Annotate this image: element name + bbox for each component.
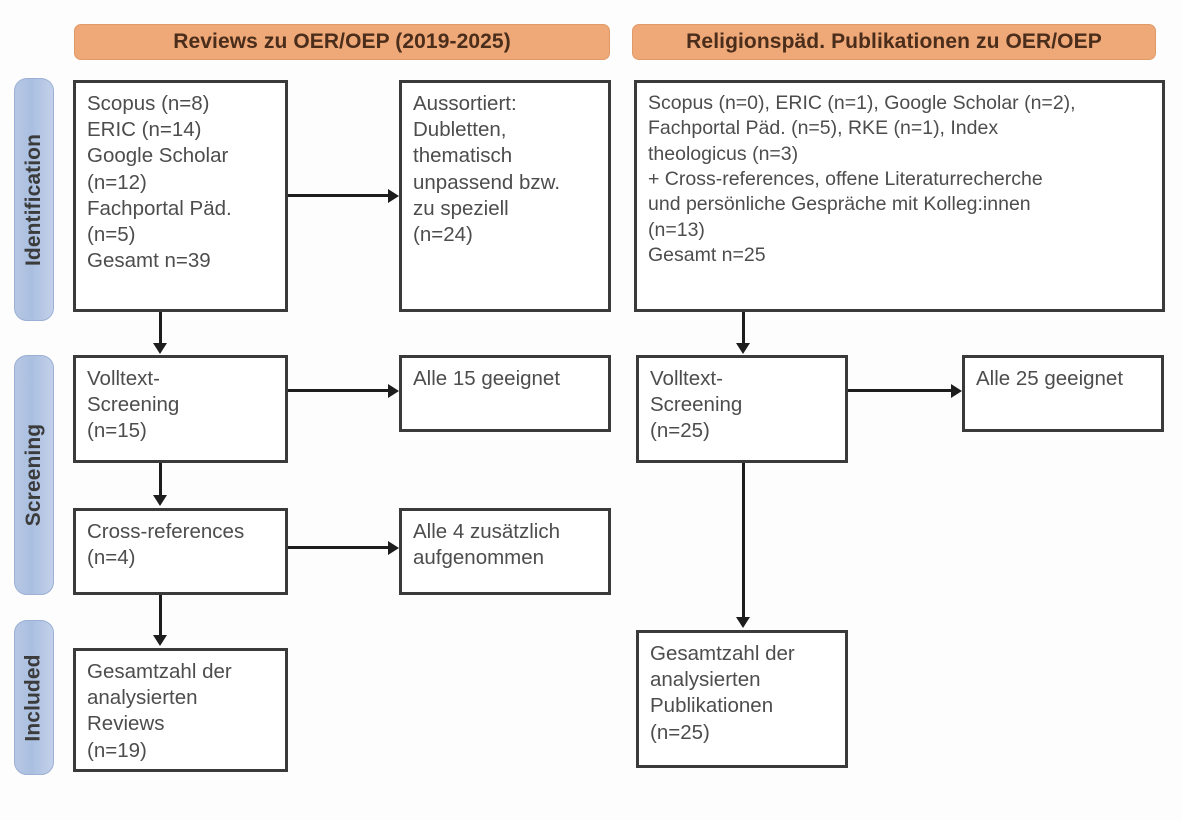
node-left-fulltext-screening: Volltext- Screening (n=15): [73, 355, 288, 463]
node-left-fulltext-result: Alle 15 geeignet: [399, 355, 611, 432]
stage-bar-identification: Identification: [14, 78, 54, 321]
stage-label-included: Included: [22, 653, 46, 742]
connector-left-crossrefs-to-result: [288, 546, 388, 549]
stage-bar-screening: Screening: [14, 355, 54, 595]
node-right-identification-sources: Scopus (n=0), ERIC (n=1), Google Scholar…: [634, 80, 1165, 312]
node-left-identification-sources: Scopus (n=8) ERIC (n=14) Google Scholar …: [73, 80, 288, 312]
stage-label-identification: Identification: [22, 133, 46, 266]
connector-left-crossrefs-to-included: [159, 595, 162, 636]
banner-right-label: Religionspäd. Publikationen zu OER/OEP: [686, 30, 1102, 53]
arrowhead-right-screening-to-result: [951, 384, 962, 398]
banner-left-reviews: Reviews zu OER/OEP (2019-2025): [74, 24, 610, 60]
connector-right-identification-to-screening: [742, 312, 745, 344]
arrowhead-left-crossrefs-to-included: [153, 635, 167, 646]
connector-right-screening-to-result: [848, 389, 951, 392]
banner-left-label: Reviews zu OER/OEP (2019-2025): [173, 30, 511, 53]
banner-right-publications: Religionspäd. Publikationen zu OER/OEP: [632, 24, 1156, 60]
connector-left-identification-to-excluded: [288, 194, 388, 197]
arrowhead-left-crossrefs-to-result: [388, 541, 399, 555]
arrowhead-left-screening-to-result: [388, 384, 399, 398]
node-left-excluded: Aussortiert: Dubletten, thematisch unpas…: [399, 80, 611, 312]
node-left-included-total: Gesamtzahl der analysierten Reviews (n=1…: [73, 648, 288, 772]
node-left-cross-references-result: Alle 4 zusätzlich aufgenommen: [399, 508, 611, 595]
stage-label-screening: Screening: [22, 423, 45, 527]
connector-left-screening-to-crossrefs: [159, 463, 162, 496]
arrowhead-right-identification-to-screening: [736, 343, 750, 354]
connector-left-identification-to-screening: [159, 312, 162, 344]
node-right-fulltext-result: Alle 25 geeignet: [962, 355, 1164, 432]
arrowhead-right-screening-to-included: [736, 617, 750, 628]
stage-bar-included: Included: [14, 620, 54, 775]
arrowhead-left-identification-to-excluded: [388, 189, 399, 203]
arrowhead-left-identification-to-screening: [153, 343, 167, 354]
node-left-cross-references: Cross-references (n=4): [73, 508, 288, 595]
arrowhead-left-screening-to-crossrefs: [153, 495, 167, 506]
connector-right-screening-to-included: [742, 463, 745, 618]
node-right-included-total: Gesamtzahl der analysierten Publikatione…: [636, 630, 848, 768]
node-right-fulltext-screening: Volltext- Screening (n=25): [636, 355, 848, 463]
connector-left-screening-to-result: [288, 389, 388, 392]
